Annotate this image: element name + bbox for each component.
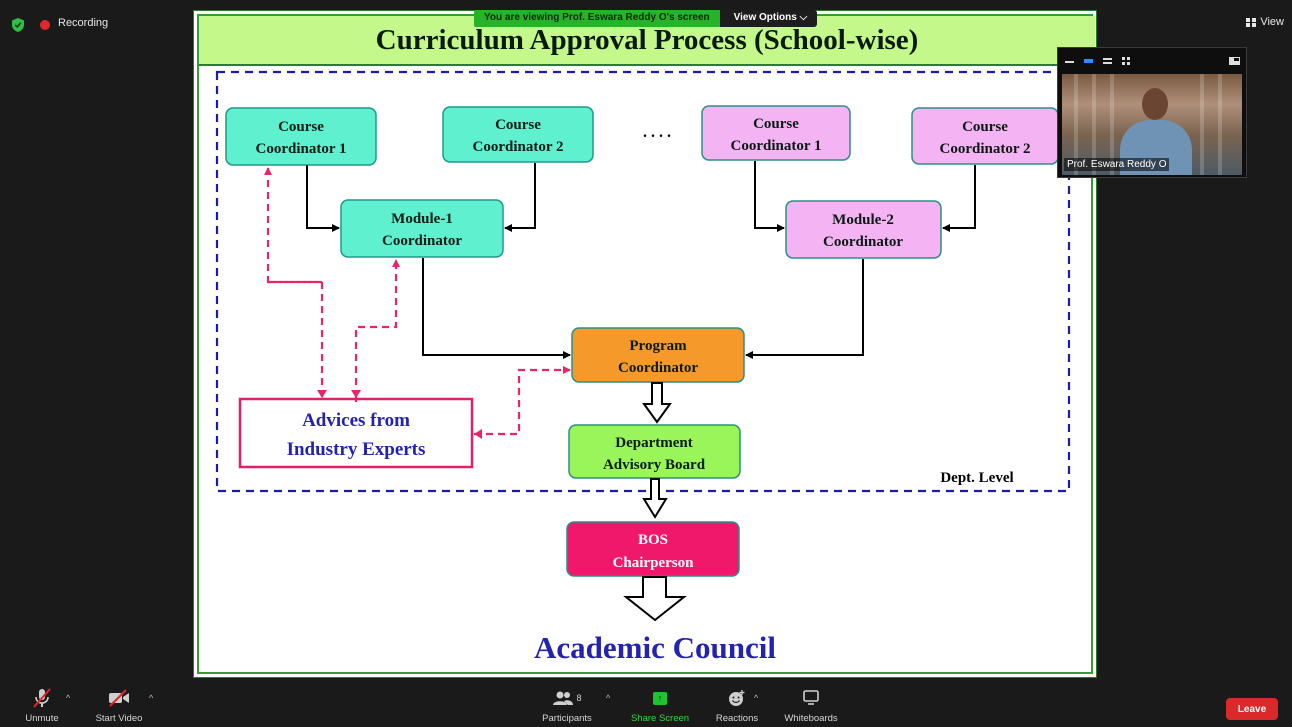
meeting-toolbar: Unmute ^ Start Video ^ 8 Participants ^	[0, 687, 1292, 727]
share-banner-message: You are viewing Prof. Eswara Reddy O's s…	[474, 10, 720, 27]
industry-advice-arrowheads	[317, 390, 482, 439]
cc1-left-line1: Course	[278, 119, 324, 135]
leave-button[interactable]: Leave	[1226, 698, 1278, 720]
module1-line1: Module-1	[391, 211, 453, 227]
program-line1: Program	[629, 338, 687, 354]
participant-video-tile[interactable]: Prof. Eswara Reddy O	[1057, 47, 1247, 178]
thumbnail-view-icon[interactable]	[1083, 58, 1094, 64]
course-coordinator-1-right-box: Course Coordinator 1	[701, 105, 851, 161]
module-1-coordinator-box: Module-1 Coordinator	[340, 199, 504, 258]
dept-level-label: Dept. Level	[940, 470, 1013, 486]
coordinator-flow-arrows	[306, 161, 976, 359]
reactions-button[interactable]: Reactions	[712, 687, 762, 724]
chevron-down-icon: ⌵	[799, 12, 808, 23]
reactions-label: Reactions	[715, 713, 759, 724]
audio-options-chevron-icon[interactable]: ^	[66, 693, 71, 703]
participant-count: 8	[576, 693, 582, 703]
reactions-icon	[729, 690, 745, 706]
dab-line2: Advisory Board	[603, 457, 706, 473]
dab-line1: Department	[615, 435, 692, 451]
muted-microphone-icon	[33, 688, 51, 708]
dept-level-boundary	[215, 70, 1071, 493]
start-video-label: Start Video	[95, 713, 143, 724]
cc2-left-line2: Coordinator 2	[473, 139, 564, 155]
advices-line1: Advices from	[302, 410, 410, 431]
whiteboards-label: Whiteboards	[784, 713, 838, 724]
participant-video: Prof. Eswara Reddy O	[1062, 74, 1242, 175]
view-options-button[interactable]: View Options ⌵	[719, 10, 818, 27]
program-coordinator-box: Program Coordinator	[571, 327, 745, 383]
bos-line2: Chairperson	[613, 555, 694, 571]
academic-council-label: Academic Council	[534, 630, 776, 665]
video-off-icon	[109, 689, 129, 707]
bos-line1: BOS	[638, 532, 668, 548]
slide-title: Curriculum Approval Process (School-wise…	[375, 24, 919, 56]
course-coordinator-2-right-box: Course Coordinator 2	[911, 107, 1059, 165]
whiteboards-button[interactable]: Whiteboards	[780, 687, 842, 724]
video-tile-controls	[1058, 48, 1246, 74]
participants-button[interactable]: 8 Participants	[536, 687, 598, 724]
cc1-right-line2: Coordinator 1	[731, 138, 822, 154]
module2-line1: Module-2	[832, 212, 894, 228]
shield-icon[interactable]	[12, 18, 24, 32]
module-2-coordinator-box: Module-2 Coordinator	[785, 200, 942, 259]
gallery-view-icon[interactable]	[1121, 57, 1132, 65]
share-screen-button[interactable]: ↑ Share Screen	[630, 687, 690, 724]
cc1-left-line2: Coordinator 1	[256, 141, 347, 157]
video-options-chevron-icon[interactable]: ^	[149, 693, 154, 703]
ellipsis-text: . . . .	[643, 124, 671, 141]
module2-line2: Coordinator	[823, 234, 903, 250]
program-line2: Coordinator	[618, 360, 698, 376]
recording-label: Recording	[58, 17, 109, 29]
industry-experts-box: Advices from Industry Experts	[238, 397, 474, 469]
participants-icon	[553, 691, 574, 705]
whiteboard-icon	[803, 690, 819, 705]
grid-icon	[1246, 17, 1257, 27]
share-screen-icon: ↑	[653, 691, 667, 705]
view-label: View	[1260, 16, 1284, 28]
speaker-view-icon[interactable]	[1102, 58, 1113, 64]
module1-line2: Coordinator	[382, 233, 462, 249]
cc2-left-line1: Course	[495, 117, 541, 133]
participants-options-chevron-icon[interactable]: ^	[606, 693, 611, 703]
course-coordinator-1-left-box: Course Coordinator 1	[225, 107, 377, 166]
share-screen-label: Share Screen	[630, 713, 690, 724]
pop-out-icon[interactable]	[1229, 57, 1240, 65]
bos-chairperson-box: BOS Chairperson	[566, 521, 740, 577]
advices-line2: Industry Experts	[287, 439, 426, 460]
minimize-icon[interactable]	[1064, 58, 1075, 64]
start-video-button[interactable]: Start Video	[93, 687, 145, 724]
department-advisory-board-box: Department Advisory Board	[568, 424, 741, 479]
participant-name-tag: Prof. Eswara Reddy O	[1064, 158, 1170, 171]
reactions-options-chevron-icon[interactable]: ^	[754, 693, 759, 703]
cc1-right-line1: Course	[753, 116, 799, 132]
course-coordinator-2-left-box: Course Coordinator 2	[442, 106, 594, 163]
unmute-button[interactable]: Unmute	[18, 687, 66, 724]
view-options-label: View Options	[733, 12, 797, 23]
cc2-right-line1: Course	[962, 119, 1008, 135]
participants-label: Participants	[542, 713, 592, 724]
unmute-label: Unmute	[25, 713, 59, 724]
cc2-right-line2: Coordinator 2	[940, 141, 1031, 157]
hollow-flow-arrows	[623, 382, 687, 622]
slide-frame: Curriculum Approval Process (School-wise…	[197, 14, 1095, 674]
top-status-bar: Recording View	[0, 0, 1292, 40]
screen-share-banner: You are viewing Prof. Eswara Reddy O's s…	[474, 10, 818, 27]
recording-dot-icon	[40, 20, 50, 30]
participant-head	[1142, 88, 1168, 120]
view-button[interactable]: View	[1246, 16, 1284, 28]
